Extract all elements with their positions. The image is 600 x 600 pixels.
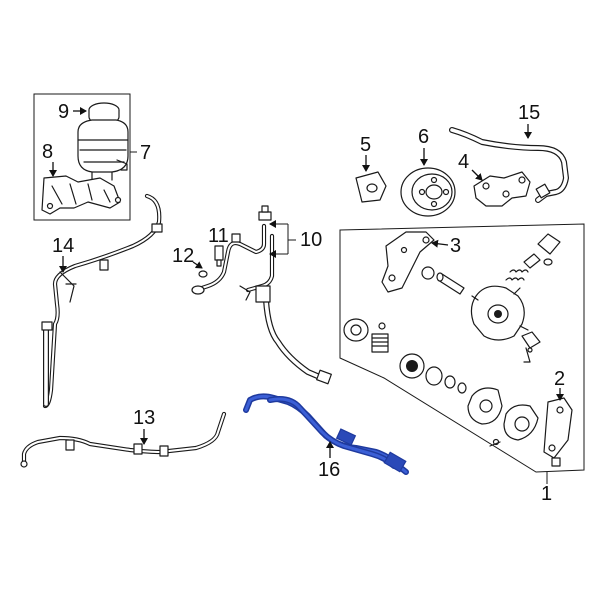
pump-shaft[interactable] xyxy=(421,266,465,295)
pump-pulley-6[interactable]: 6 xyxy=(400,126,456,217)
callout-2: 2 xyxy=(554,368,565,390)
pump-bracket-2[interactable] xyxy=(543,397,573,467)
callout-6: 6 xyxy=(418,126,429,148)
return-hose-14[interactable]: 14 xyxy=(41,193,163,409)
leader-12 xyxy=(192,261,203,269)
cooler-tube-13[interactable]: 13 xyxy=(20,407,227,468)
pressure-hose-16-highlighted[interactable]: 16 xyxy=(243,393,409,481)
callout-9: 9 xyxy=(58,101,69,123)
pump-outlet-fitting[interactable] xyxy=(521,331,541,363)
pump-body[interactable] xyxy=(470,285,529,341)
callout-14: 14 xyxy=(52,235,74,257)
reservoir-inset-box xyxy=(33,93,131,221)
pump-bracket-5[interactable]: 5 xyxy=(355,134,387,203)
callout-13: 13 xyxy=(133,407,155,429)
flow-control-valve[interactable] xyxy=(505,233,561,281)
leader-10 xyxy=(272,223,296,255)
callout-3: 3 xyxy=(450,235,461,257)
callout-4: 4 xyxy=(458,151,469,173)
leader-3 xyxy=(431,239,449,248)
pump-assembly-box xyxy=(339,223,585,473)
o-ring-12[interactable] xyxy=(191,270,208,295)
pump-bracket-4[interactable]: 4 xyxy=(458,151,531,207)
reservoir-bracket[interactable] xyxy=(41,175,122,215)
pressure-hose-group[interactable]: 11 12 10 xyxy=(172,205,332,385)
power-steering-pump-assembly[interactable]: 3 xyxy=(339,223,585,473)
pump-bracket-3[interactable] xyxy=(381,231,435,293)
callout-16: 16 xyxy=(318,459,340,481)
pressure-switch-fitting[interactable] xyxy=(258,205,272,221)
reservoir-assembly-group: 9 8 7 xyxy=(33,93,151,221)
pump-rotor-parts[interactable] xyxy=(343,318,467,394)
suction-hose-15[interactable]: 15 xyxy=(449,102,569,203)
callout-15: 15 xyxy=(518,102,540,124)
callout-1: 1 xyxy=(541,483,552,505)
callout-8: 8 xyxy=(42,141,53,163)
reservoir-tank[interactable] xyxy=(77,119,129,181)
callout-7: 7 xyxy=(140,142,151,164)
callout-10: 10 xyxy=(300,229,322,251)
callout-12: 12 xyxy=(172,245,194,267)
callout-11: 11 xyxy=(208,225,229,247)
leader-4 xyxy=(471,169,483,181)
hose-fitting-11[interactable] xyxy=(214,245,224,267)
pump-side-plates[interactable] xyxy=(467,387,539,447)
callout-5: 5 xyxy=(360,134,371,156)
